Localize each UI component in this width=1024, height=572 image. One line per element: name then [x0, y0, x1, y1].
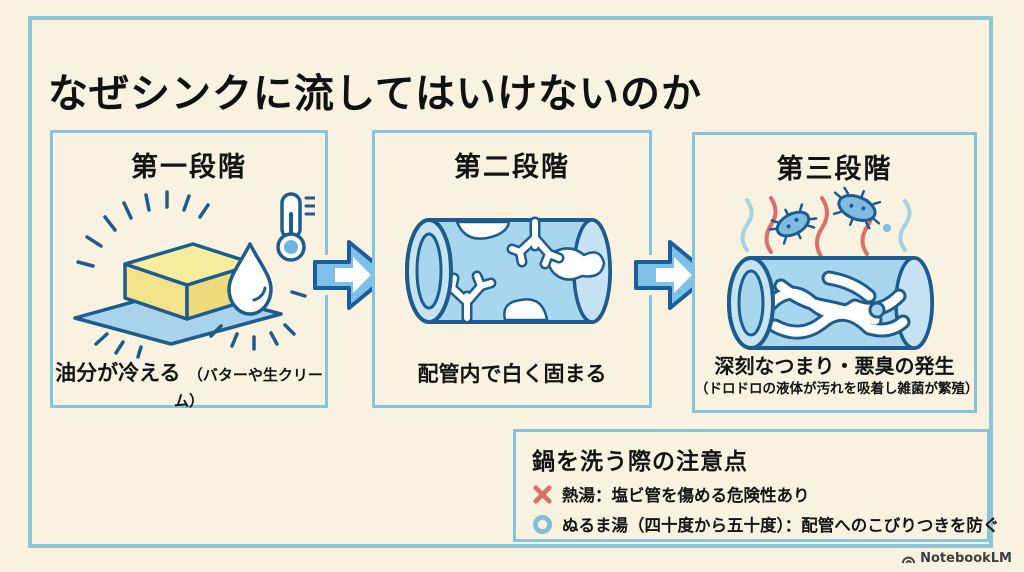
stage-3-caption-note: （ドロドロの液体が汚れを吸着し雑菌が繁殖） — [695, 381, 979, 398]
arrow-right-icon — [309, 235, 395, 315]
note-row-hot-water: 熱湯：塩ビ管を傷める危険性あり — [532, 482, 971, 506]
white-fat-deposit-icon — [437, 216, 606, 324]
page-title: なぜシンクに流してはいけないのか — [48, 70, 702, 117]
clogged-pipe-icon — [726, 186, 934, 351]
outer-frame — [28, 16, 993, 548]
pipe-icon — [405, 216, 612, 325]
stage-2-caption-main: 配管内で白く固まる — [417, 361, 607, 386]
stage-box-1: 第一段階 — [50, 130, 328, 410]
stage-1-caption-main: 油分が冷える — [55, 361, 181, 385]
stink-wave-icon — [740, 196, 911, 261]
note-text-hot-water: 熱湯：塩ビ管を傷める危険性あり — [562, 486, 810, 505]
arrow-right-icon — [630, 235, 716, 315]
brand-label: NotebookLM — [920, 551, 1012, 566]
stage-1-title: 第一段階 — [131, 152, 247, 183]
stage-2-title: 第二段階 — [454, 152, 570, 183]
circle-icon — [532, 514, 553, 535]
shine-rays-icon — [76, 190, 210, 359]
sludge-clog-shape — [759, 270, 910, 340]
butter-dish-icon — [73, 190, 315, 359]
stage-3-title: 第三段階 — [776, 154, 893, 185]
brand-watermark: NotebookLM — [901, 551, 1012, 566]
cross-icon — [532, 484, 553, 505]
notebooklm-logo-icon — [902, 556, 916, 564]
stage-1-illustration — [53, 184, 325, 360]
stage-2-illustration — [375, 184, 649, 361]
stage-3-illustration — [695, 186, 974, 354]
water-droplet-icon — [227, 242, 273, 316]
stage-box-3: 第三段階 — [692, 132, 979, 413]
stage-3-caption: 深刻なつまり・悪臭の発生 （ドロドロの液体が汚れを吸着し雑菌が繁殖） — [695, 354, 979, 398]
note-text-lukewarm-water: ぬるま湯（四十度から五十度）：配管へのこびりつきを防ぐ — [562, 516, 1000, 535]
stage-3-caption-main: 深刻なつまり・悪臭の発生 — [714, 354, 955, 379]
note-row-lukewarm-water: ぬるま湯（四十度から五十度）：配管へのこびりつきを防ぐ — [532, 512, 999, 536]
stage-box-2: 第二段階 — [372, 130, 652, 408]
note-box: 鍋を洗う際の注意点 熱湯：塩ビ管を傷める危険性あり ぬるま湯（四十度から五十度）… — [513, 429, 999, 542]
note-box-title: 鍋を洗う際の注意点 — [532, 449, 748, 475]
stage-2-caption: 配管内で白く固まる — [418, 361, 607, 387]
thermometer-icon — [276, 192, 315, 262]
stage-1-caption: 油分が冷える （バターや生クリーム） — [53, 360, 325, 413]
stage-1-caption-note: （バターや生クリーム） — [173, 366, 323, 411]
bacteria-icon — [768, 186, 891, 245]
